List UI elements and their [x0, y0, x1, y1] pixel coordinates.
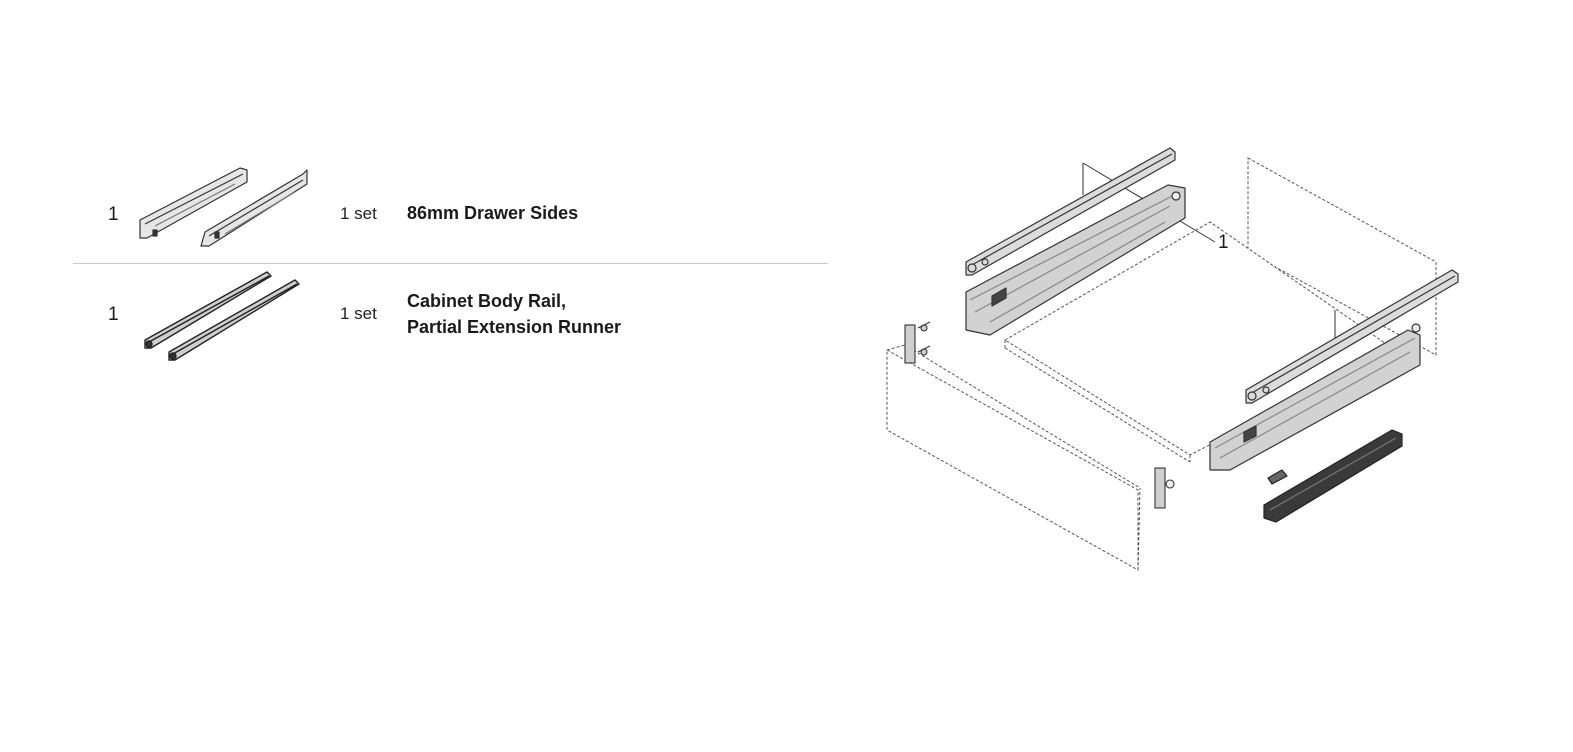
part-amount: 1 set — [340, 304, 377, 323]
diagram-callout-label: 1 — [1218, 232, 1229, 253]
part-name-line: Partial Extension Runner — [407, 317, 622, 337]
drawer-sides-icon — [139, 167, 308, 247]
part-quantity: 1 — [108, 204, 119, 225]
row-divider — [73, 263, 828, 264]
parts-list: 1 1 set 86mm Drawer Sides 1 — [0, 160, 840, 366]
part-name: Cabinet Body Rail, Partial Extension Run… — [407, 288, 621, 340]
body-rail-runner-icon — [144, 271, 300, 361]
drawer-assembly-exploded-icon — [886, 147, 1459, 571]
part-amount: 1 set — [340, 204, 377, 223]
parts-row-body-rail: 1 1 set Cabinet Body Rail, Partial Exten… — [0, 266, 840, 366]
parts-row-drawer-sides: 1 1 set 86mm Drawer Sides — [0, 160, 840, 260]
part-quantity: 1 — [108, 304, 119, 325]
part-name-line: 86mm Drawer Sides — [407, 203, 579, 223]
part-name-line: Cabinet Body Rail, — [407, 291, 567, 311]
part-name: 86mm Drawer Sides — [407, 200, 578, 226]
